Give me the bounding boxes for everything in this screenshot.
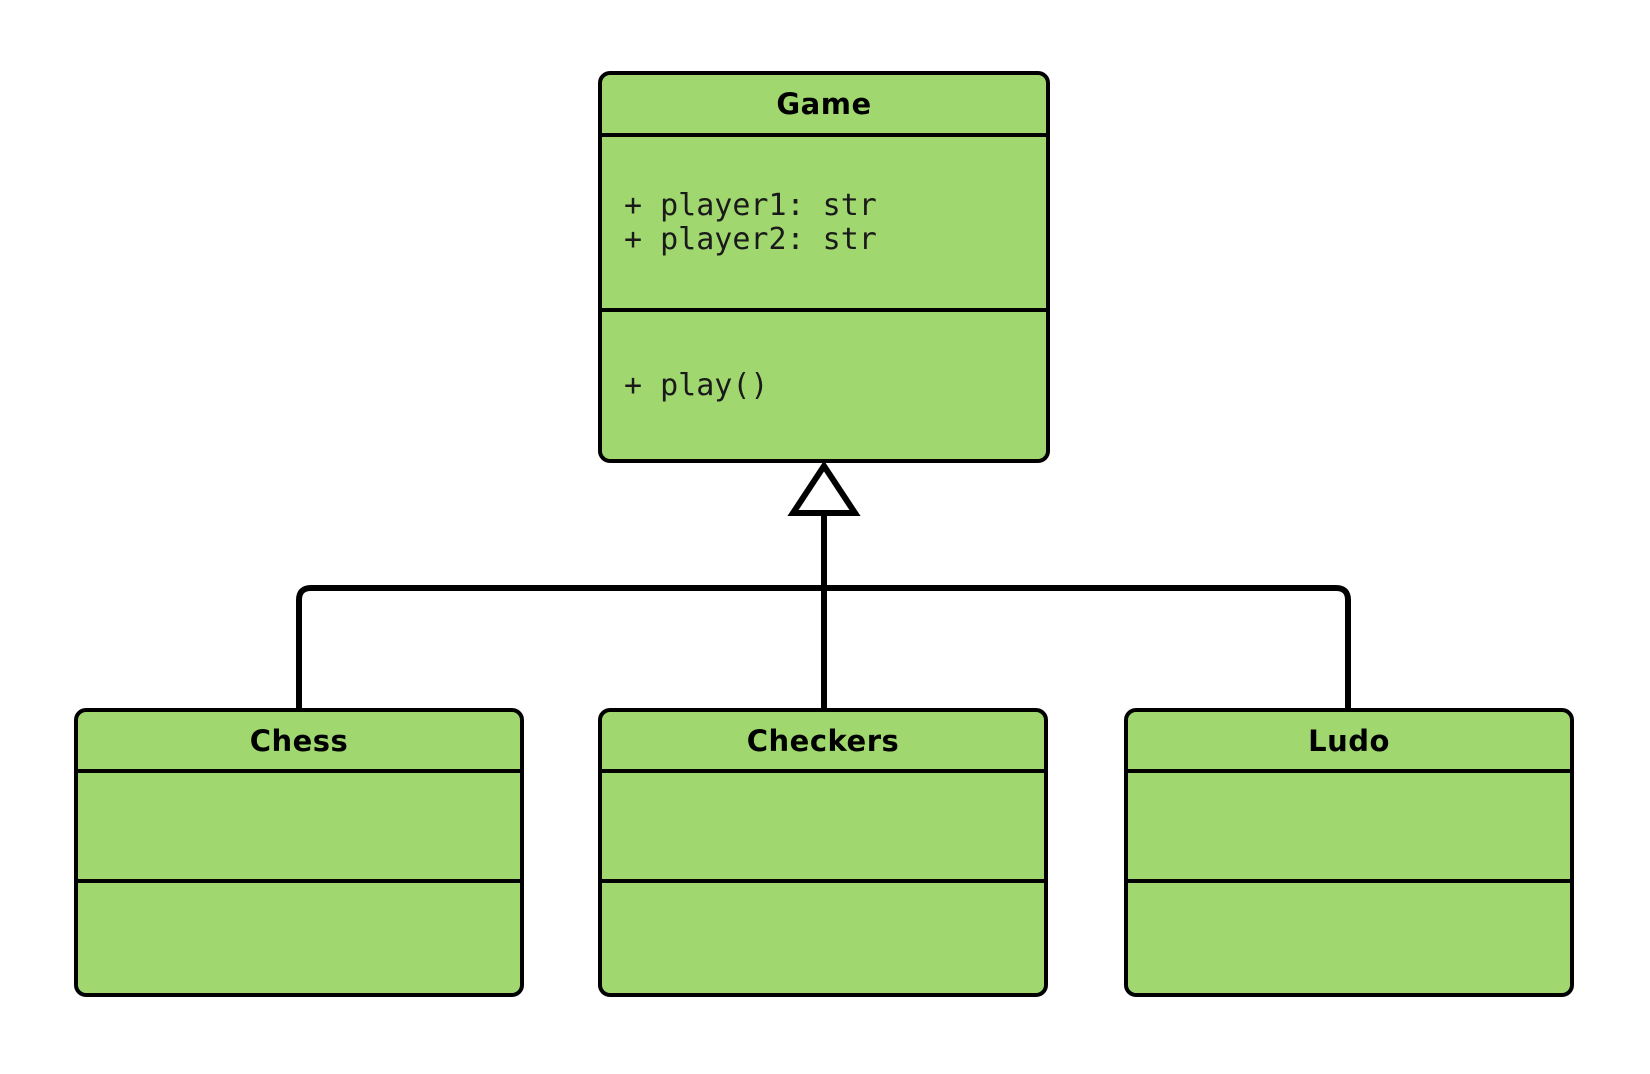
class-attributes-chess: [78, 773, 520, 883]
class-methods-ludo: [1128, 883, 1570, 993]
method-row: + play(): [624, 367, 769, 403]
class-box-checkers[interactable]: Checkers: [598, 708, 1048, 997]
class-attributes-checkers: [602, 773, 1044, 883]
connector-bus-horizontal: [296, 585, 1351, 712]
class-box-ludo[interactable]: Ludo: [1124, 708, 1574, 997]
attribute-row: + player2: str: [624, 221, 877, 257]
class-methods-game: + play(): [602, 312, 1046, 459]
attribute-row: + player1: str: [624, 187, 877, 223]
class-attributes-ludo: [1128, 773, 1570, 883]
class-box-game[interactable]: Game + player1: str + player2: str + pla…: [598, 71, 1050, 463]
generalization-arrowhead-icon: [787, 460, 861, 516]
class-title-ludo: Ludo: [1128, 712, 1570, 773]
class-title-game: Game: [602, 75, 1046, 137]
class-box-chess[interactable]: Chess: [74, 708, 524, 997]
class-methods-chess: [78, 883, 520, 993]
class-attributes-game: + player1: str + player2: str: [602, 137, 1046, 312]
class-methods-checkers: [602, 883, 1044, 993]
class-title-checkers: Checkers: [602, 712, 1044, 773]
class-title-chess: Chess: [78, 712, 520, 773]
